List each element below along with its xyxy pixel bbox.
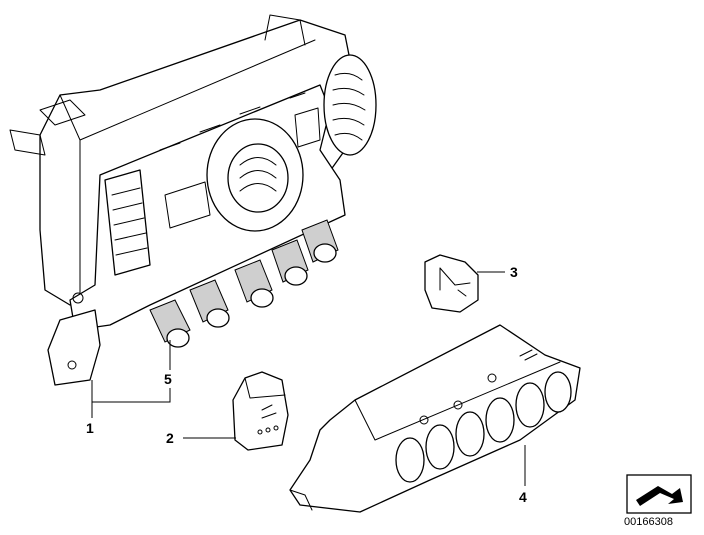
control-panel-assembly [9,14,377,386]
leader-lines [91,271,526,486]
switch-bezel-part-4 [289,324,581,513]
reference-number: 00166308 [624,516,673,528]
button-part-3 [424,254,479,313]
leader-1-5 [91,380,171,403]
callouts: 1 2 3 4 5 [86,264,527,505]
callout-1: 1 [86,420,94,436]
callout-5: 5 [164,371,172,387]
nav-arrow-icon [626,474,692,514]
switch-cap-part-2 [232,371,289,451]
toggle-switches [149,219,339,348]
callout-3: 3 [510,264,518,280]
callout-4: 4 [519,489,527,505]
callout-2: 2 [166,430,174,446]
